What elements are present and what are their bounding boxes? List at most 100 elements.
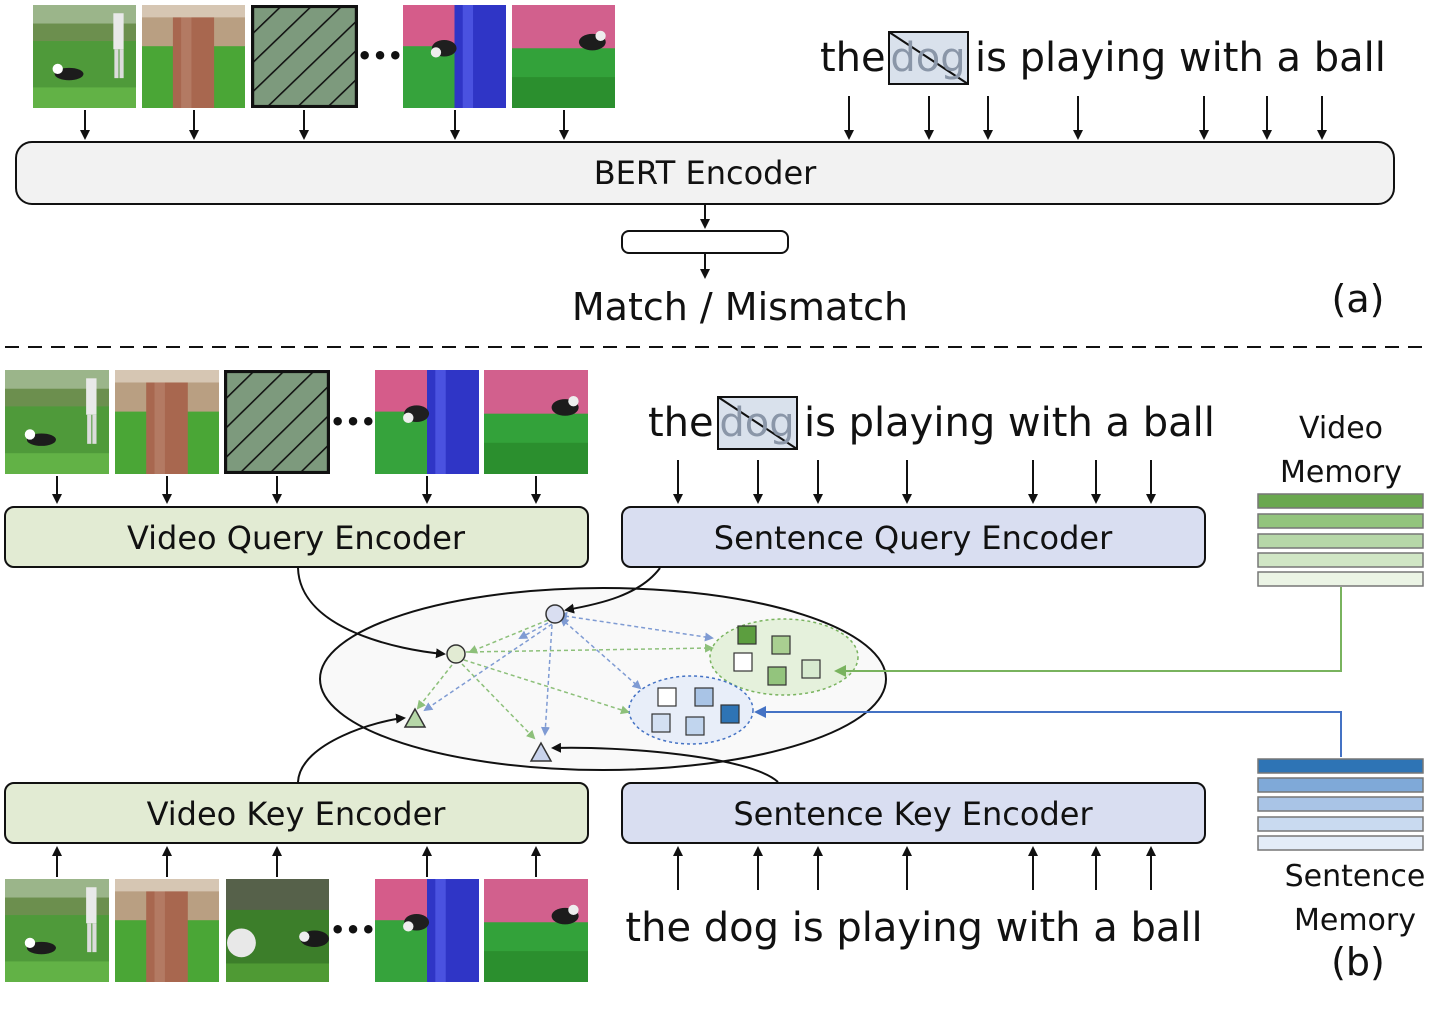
memory-slot	[1257, 493, 1424, 509]
video-frames-a: •••	[33, 5, 615, 108]
masked-word: dog	[890, 35, 965, 81]
memory-node	[771, 635, 791, 655]
memory-node	[733, 652, 753, 672]
panel-b-label: (b)	[1331, 940, 1385, 984]
edge	[518, 622, 549, 639]
video-frame	[375, 370, 479, 474]
memory-slot	[1257, 758, 1424, 774]
bert-encoder-label: BERT Encoder	[594, 154, 817, 192]
frame-arrows-key	[52, 846, 541, 877]
word-arrows-a	[844, 96, 1327, 140]
video-memory-nodes	[733, 625, 821, 686]
memory-node	[694, 687, 714, 707]
masked-sentence-a: the dog is playing with a ball	[820, 31, 1386, 85]
memory-slot	[1257, 552, 1424, 568]
frame-arrows-a	[80, 110, 569, 140]
video-memory-label-line2: Memory	[1280, 455, 1402, 490]
mask-strike	[888, 31, 969, 85]
edge	[465, 643, 714, 653]
sentence-memory-nodes	[651, 687, 740, 736]
sentence-memory-label-line2: Memory	[1294, 903, 1416, 938]
panel-a-label: (a)	[1332, 277, 1385, 321]
ellipsis-key: •••	[330, 916, 376, 944]
panel-a: ••• the dog is playing with a ball	[15, 5, 1395, 329]
video-frame	[375, 879, 479, 982]
edge	[468, 619, 549, 654]
video-key-encoder-label: Video Key Encoder	[147, 795, 447, 833]
key-sentence: the dog is playing with a ball	[625, 905, 1202, 951]
sentence-key-encoder-label: Sentence Key Encoder	[733, 795, 1093, 833]
masked-video-frame	[251, 5, 358, 108]
video-frame	[5, 370, 109, 474]
edge	[423, 623, 553, 712]
video-key-curve	[297, 713, 406, 783]
video-query-encoder-label: Video Query Encoder	[127, 519, 466, 557]
edge	[461, 663, 536, 740]
video-frame	[142, 5, 245, 108]
video-frame	[484, 370, 588, 474]
video-frame	[33, 5, 136, 108]
video-frame	[484, 879, 588, 982]
match-mismatch-label: Match / Mismatch	[572, 285, 908, 329]
video-query-encoder	[4, 506, 589, 568]
memory-node	[801, 659, 821, 679]
memory-node	[720, 704, 740, 724]
video-memory-bank	[1257, 493, 1424, 587]
memory-node	[657, 687, 677, 707]
video-memory-connector	[834, 587, 1342, 677]
ellipsis-a: •••	[357, 42, 403, 70]
video-frame	[115, 879, 219, 982]
sentence-key-node	[529, 741, 553, 762]
edge	[559, 617, 642, 690]
edge	[416, 664, 453, 710]
sentence-query-encoder-label: Sentence Query Encoder	[714, 519, 1113, 557]
sentence-query-curve	[564, 567, 661, 614]
classifier-head	[621, 230, 789, 254]
sentence-query-node	[545, 604, 565, 624]
sentence-query-encoder	[621, 506, 1206, 568]
video-query-curve	[297, 567, 446, 659]
video-frame	[403, 5, 506, 108]
video-memory-label-line1: Video	[1299, 411, 1383, 446]
sentence-word-the: the	[820, 35, 886, 81]
memory-node	[737, 625, 757, 645]
sentence-key-encoder	[621, 782, 1206, 844]
video-frames-key: •••	[5, 879, 588, 982]
memory-slot	[1257, 533, 1424, 549]
edge	[463, 659, 630, 715]
sentence-rest: is playing with a ball	[975, 35, 1386, 81]
video-frame	[226, 879, 329, 982]
masked-sentence-b: the dog is playing with a ball	[648, 396, 1215, 450]
memory-slot	[1257, 816, 1424, 832]
word-arrows-query	[673, 460, 1156, 504]
memory-slot	[1257, 513, 1424, 529]
frame-arrows-query	[52, 476, 541, 504]
memory-slot	[1257, 835, 1424, 851]
sentence-memory-connector	[754, 706, 1342, 757]
bert-encoder	[15, 141, 1395, 205]
video-key-node	[403, 707, 427, 728]
video-key-encoder	[4, 782, 589, 844]
masked-word: dog	[719, 400, 794, 446]
panel-b: ••• the dog is playing with a ball	[4, 370, 1426, 984]
memory-node	[685, 716, 705, 736]
word-arrows-key	[673, 846, 1156, 890]
memory-node	[767, 666, 787, 686]
sentence-memory-label-line1: Sentence	[1285, 859, 1426, 894]
video-frame	[5, 879, 109, 982]
video-frame	[115, 370, 219, 474]
sentence-memory-bank	[1257, 758, 1424, 851]
video-frames-query: •••	[5, 370, 588, 474]
mask-strike	[717, 396, 798, 450]
video-frame	[512, 5, 615, 108]
memory-node	[651, 713, 671, 733]
sentence-word-the: the	[648, 400, 714, 446]
sentence-rest: is playing with a ball	[804, 400, 1215, 446]
edge	[540, 624, 553, 736]
video-query-node	[446, 644, 466, 664]
sentence-key-curve	[551, 742, 779, 783]
masked-video-frame	[224, 370, 330, 474]
memory-slot	[1257, 777, 1424, 793]
contrastive-edges	[416, 611, 714, 740]
